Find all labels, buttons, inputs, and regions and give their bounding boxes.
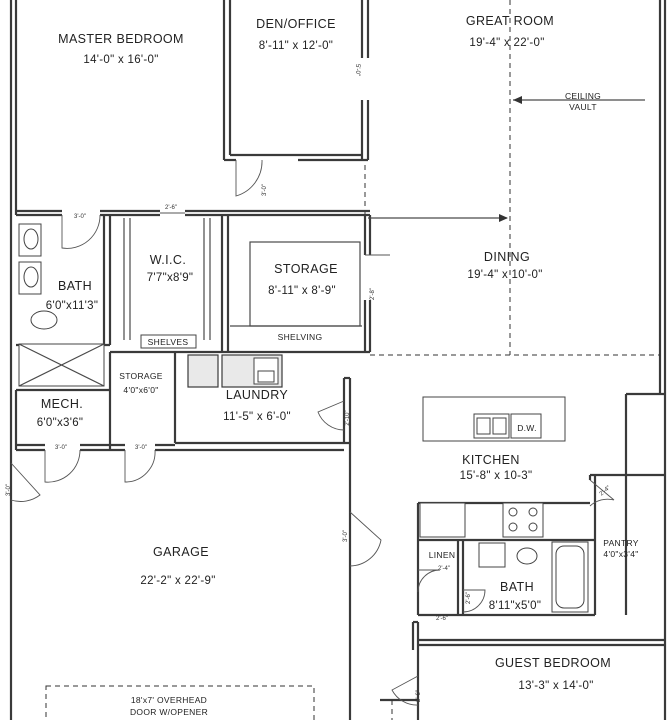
pantry-name: PANTRY — [603, 538, 639, 548]
laundry-name: LAUNDRY — [226, 388, 289, 402]
guest-bedroom-name: GUEST BEDROOM — [495, 656, 611, 670]
ceiling-vault-arrow — [368, 96, 645, 222]
garage-name: GARAGE — [153, 545, 209, 559]
garage-door-note-1: 18'x7' OVERHEAD — [131, 695, 207, 705]
service-walls — [14, 352, 352, 720]
room-labels: MASTER BEDROOM 14'-0" x 16'-0" DEN/OFFIC… — [37, 14, 639, 717]
pantry-door-label: 2'-4" — [599, 485, 612, 497]
storage-small-dim: 4'0"x6'0" — [123, 385, 158, 395]
master-bedroom-walls — [222, 0, 511, 355]
den-office-dim: 8'-11" x 12'-0" — [259, 40, 333, 52]
mech-dim: 6'0"x3'6" — [37, 417, 84, 429]
guest-door-label: 2'-6" — [416, 690, 422, 702]
bath2-door-label: 2'-6" — [436, 616, 448, 622]
garage-dim: 22'-2" x 22'-9" — [140, 575, 215, 587]
laundry-door-label: 2'-10" — [345, 410, 351, 425]
bath-2-name: BATH — [500, 580, 534, 594]
bath-door-label: 3'-0" — [74, 214, 86, 220]
shelving-note: SHELVING — [278, 332, 323, 342]
shelves-box — [140, 334, 197, 349]
bath-master-name: BATH — [58, 279, 92, 293]
garage-door-outline — [45, 685, 315, 720]
master-bath-fixtures — [18, 223, 105, 387]
mech-door-label: 3'-0" — [55, 445, 67, 451]
garage-door-note-2: DOOR W/OPENER — [130, 707, 208, 717]
wic-door-label: 2'-6" — [165, 205, 177, 211]
kitchen-walls — [380, 396, 665, 720]
storage-main-dim: 8'-11" x 8'-9" — [268, 285, 336, 297]
dining-dim: 19'-4" x 10'-0" — [467, 269, 542, 281]
master-bedroom-dim: 14'-0" x 16'-0" — [83, 54, 158, 66]
storage-main-name: STORAGE — [274, 262, 338, 276]
kitchen-name: KITCHEN — [462, 453, 520, 467]
storage-small-name: STORAGE — [119, 371, 163, 381]
kitchen-dim: 15'-8" x 10-3" — [460, 470, 533, 482]
den-office-name: DEN/OFFICE — [256, 17, 336, 31]
great-room-name: GREAT ROOM — [466, 14, 554, 28]
storage-door-label: 2'-8" — [370, 288, 376, 300]
linen-name: LINEN — [429, 550, 456, 560]
mech-name: MECH. — [41, 397, 83, 411]
garage-entry-door-label: 3'-0" — [343, 530, 349, 542]
middle-walls — [16, 209, 660, 392]
garage-side-door-label: 3'-0" — [6, 484, 12, 496]
storage-small-door-label: 3'-0" — [135, 445, 147, 451]
den-door-label: 3'-0" — [262, 184, 268, 196]
bath-master-dim: 6'0"x11'3" — [46, 300, 98, 312]
great-room-dim: 19'-4" x 22'-0" — [469, 37, 544, 49]
vault-note: VAULT — [569, 102, 597, 112]
wic-name: W.I.C. — [150, 253, 186, 267]
guest-bedroom-dim: 13'-3" x 14'-0" — [518, 680, 593, 692]
door-swings — [10, 159, 615, 706]
bath2-side-label: 2'-6" — [466, 592, 472, 604]
bath-2-dim: 8'11"x5'0" — [489, 600, 541, 612]
laundry-dim: 11'-5" x 6'-0" — [223, 411, 291, 423]
den-wall-label: 5'-0" — [354, 64, 360, 76]
ceiling-note: CEILING — [565, 91, 601, 101]
wic-dim: 7'7"x8'9" — [147, 272, 194, 284]
shelves-note: SHELVES — [148, 337, 189, 347]
pantry-dim: 4'0"x3'4" — [603, 549, 638, 559]
exterior-walls — [9, 0, 667, 720]
master-bedroom-name: MASTER BEDROOM — [58, 32, 184, 46]
dw-label: D.W. — [517, 423, 537, 433]
linen-door-label: 2'-4" — [438, 566, 450, 572]
dining-name: DINING — [484, 250, 530, 264]
